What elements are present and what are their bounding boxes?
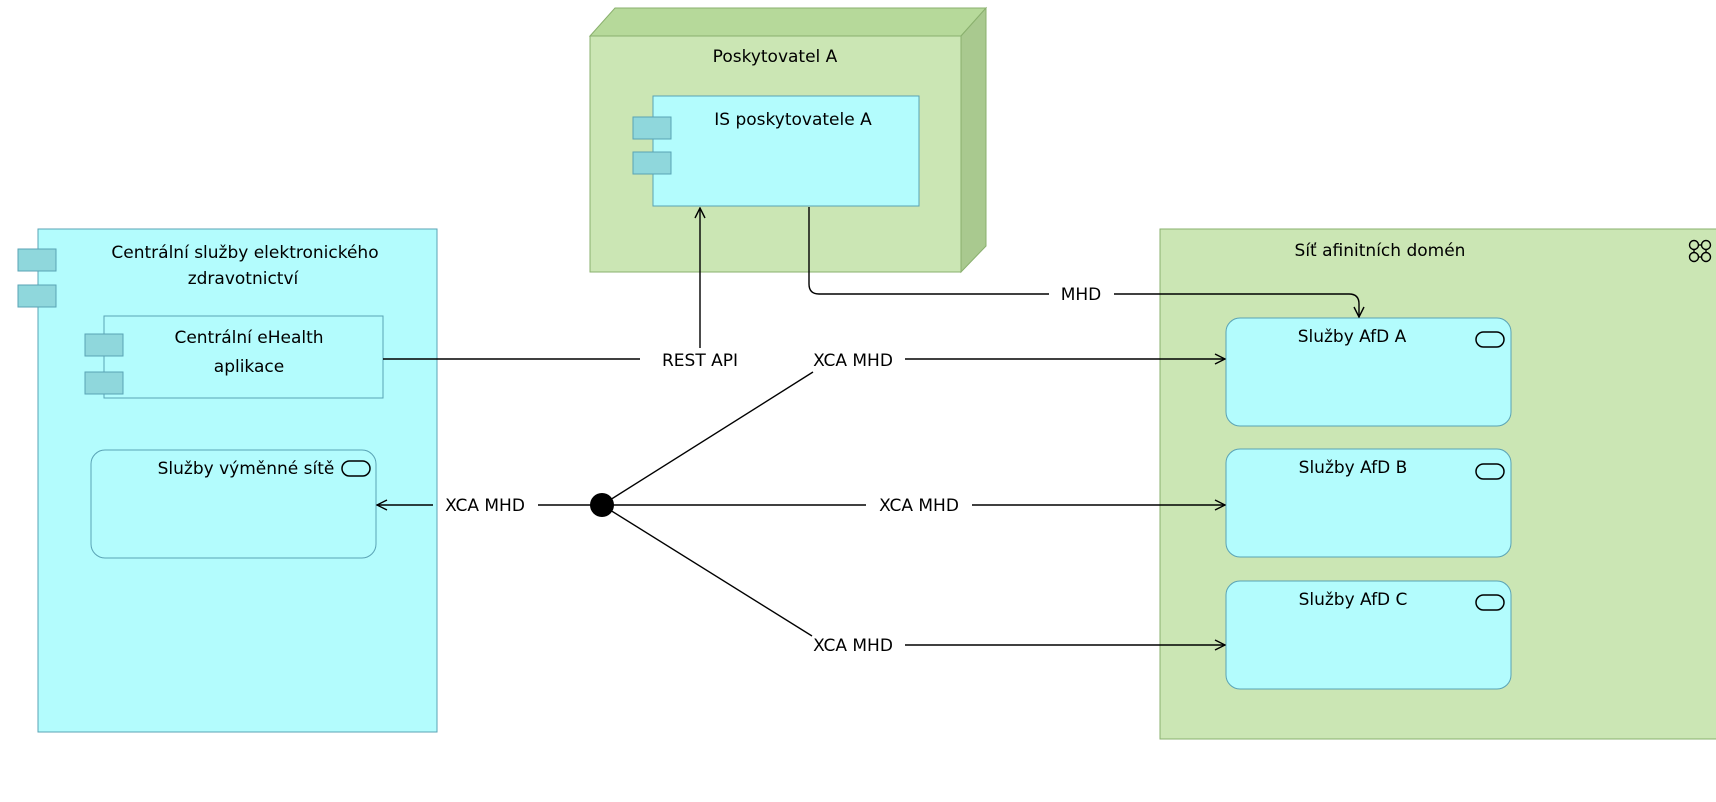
component-label-line1: Centrální eHealth — [174, 328, 323, 348]
edge-xca-mhd-vymenne-sit[interactable]: XCA MHD — [377, 496, 602, 516]
component-icon — [17, 248, 57, 308]
edge-label: REST API — [662, 351, 738, 371]
application-service-afd-b[interactable]: Služby AfD B — [1225, 448, 1512, 558]
application-service-sluzby-vymenne-site[interactable]: Služby výměnné sítě — [90, 449, 377, 559]
service-icon — [1475, 594, 1505, 611]
edge-xca-mhd-afd-a[interactable]: XCA MHD — [601, 351, 1225, 506]
edge-label: MHD — [1061, 285, 1102, 305]
service-label: Služby výměnné sítě — [158, 459, 335, 479]
service-icon — [1475, 463, 1505, 480]
application-component-centralni-aplikace[interactable]: Centrální eHealth aplikace — [84, 315, 384, 399]
service-label: Služby AfD B — [1299, 458, 1408, 478]
component-label-line1: Centrální služby elektronického — [111, 243, 378, 263]
edge-xca-mhd-afd-b[interactable]: XCA MHD — [602, 496, 1225, 516]
component-icon — [632, 116, 672, 175]
edge-xca-mhd-afd-c[interactable]: XCA MHD — [601, 504, 1225, 656]
service-label: Služby AfD A — [1298, 327, 1407, 347]
component-label: IS poskytovatele A — [714, 110, 872, 130]
edge-label: XCA MHD — [445, 496, 525, 516]
component-label-line2: zdravotnictví — [188, 269, 300, 289]
network-icon — [1688, 239, 1712, 263]
edge-rest-api[interactable]: REST API — [383, 208, 738, 371]
network-label: Síť afinitních domén — [1295, 241, 1466, 261]
service-icon — [341, 460, 371, 477]
application-service-afd-a[interactable]: Služby AfD A — [1225, 317, 1512, 427]
component-label-line2: aplikace — [214, 357, 284, 377]
edge-label: XCA MHD — [813, 636, 893, 656]
edge-label: XCA MHD — [813, 351, 893, 371]
application-component-is-poskytovatele[interactable]: IS poskytovatele A — [632, 95, 920, 207]
service-label: Služby AfD C — [1299, 590, 1408, 610]
component-icon — [84, 333, 124, 395]
edge-mhd[interactable]: MHD — [808, 207, 1359, 317]
node-label: Poskytovatel A — [713, 47, 838, 67]
edge-label: XCA MHD — [879, 496, 959, 516]
service-icon — [1475, 331, 1505, 348]
application-service-afd-c[interactable]: Služby AfD C — [1225, 580, 1512, 690]
